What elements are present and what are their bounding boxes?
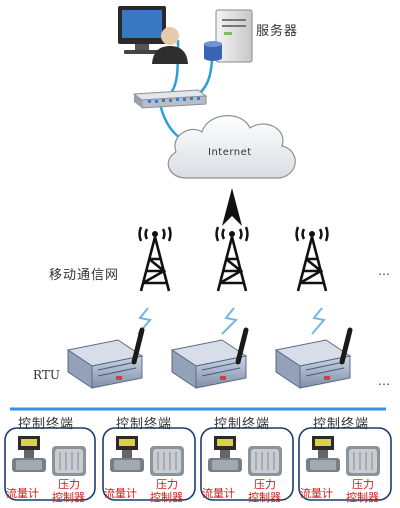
terminal-title: 控制终端 <box>214 417 271 432</box>
pressure-controller-icon <box>248 446 282 476</box>
pressure-controller-icon <box>150 446 184 476</box>
user-icon <box>152 27 188 64</box>
controller-label: 控制器 <box>248 491 281 504</box>
flowmeter-label: 流量计 <box>104 487 137 500</box>
flowmeter-icon <box>208 436 242 472</box>
controller-label: 控制器 <box>52 491 85 504</box>
pressure-label: 压力 <box>58 478 80 491</box>
pressure-label: 压力 <box>352 478 374 491</box>
mobile-network-label: 移动通信网 <box>49 268 120 283</box>
flowmeter-label: 流量计 <box>300 487 333 500</box>
server-icon <box>215 9 253 63</box>
tower-icon <box>295 226 329 292</box>
pressure-controller-icon <box>346 446 380 476</box>
pressure-label: 压力 <box>156 478 178 491</box>
controller-label: 控制器 <box>346 491 379 504</box>
arrow-icon <box>222 188 242 226</box>
tower-ellipsis: … <box>378 264 390 278</box>
rtu-label: RTU <box>33 368 60 382</box>
pressure-controller-icon <box>52 446 86 476</box>
switch-icon <box>132 89 208 109</box>
cloud-icon <box>167 115 296 179</box>
rtu-modem-icon <box>274 327 353 389</box>
terminal-title: 控制终端 <box>18 417 75 432</box>
server-label: 服务器 <box>256 24 299 39</box>
terminal-box-4 <box>298 427 392 501</box>
rtu-modem-icon <box>170 327 249 389</box>
terminal-box-1 <box>4 427 96 501</box>
terminal-title: 控制终端 <box>116 417 173 432</box>
terminal-box-3 <box>200 427 294 501</box>
flowmeter-label: 流量计 <box>6 487 39 500</box>
flowmeter-icon <box>306 436 340 472</box>
controller-label: 控制器 <box>150 491 183 504</box>
database-icon <box>204 41 222 61</box>
pressure-label: 压力 <box>254 478 276 491</box>
tower-icon <box>138 226 172 292</box>
terminal-box-2 <box>102 427 196 501</box>
lightning-icon <box>137 307 326 335</box>
monitor-icon <box>118 6 166 54</box>
flowmeter-label: 流量计 <box>202 487 235 500</box>
tower-icon <box>215 226 249 292</box>
terminal-title: 控制终端 <box>313 417 370 432</box>
flowmeter-icon <box>110 436 144 472</box>
rtu-modem-icon <box>66 327 145 389</box>
rtu-ellipsis: … <box>378 374 390 388</box>
internet-label: Internet <box>208 147 252 158</box>
flowmeter-icon <box>12 436 46 472</box>
